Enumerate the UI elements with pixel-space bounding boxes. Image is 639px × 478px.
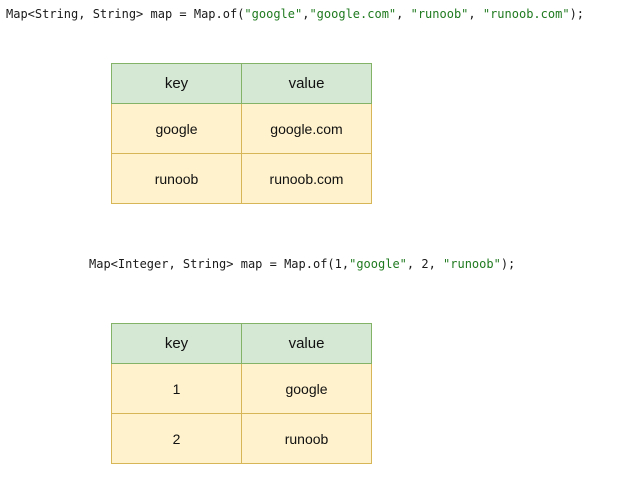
table-header-row: key value: [111, 323, 372, 364]
string-literal: "runoob": [443, 257, 501, 271]
cell-key: 1: [111, 363, 242, 414]
code-line-integer-map: Map<Integer, String> map = Map.of(1,"goo…: [89, 256, 515, 272]
table-row: 2 runoob: [111, 413, 372, 464]
header-key: key: [111, 63, 242, 104]
string-literal: "google.com": [309, 7, 397, 21]
string-literal: "runoob.com": [482, 7, 570, 21]
cell-key: runoob: [111, 153, 242, 204]
header-value: value: [241, 63, 372, 104]
string-literal: "google": [244, 7, 303, 21]
header-value: value: [241, 323, 372, 364]
cell-value: google: [241, 363, 372, 414]
code-text: ,: [468, 7, 483, 21]
cell-value: runoob.com: [241, 153, 372, 204]
table-row: google google.com: [111, 103, 372, 154]
map-table-integer: key value 1 google 2 runoob: [111, 323, 372, 464]
table-row: runoob runoob.com: [111, 153, 372, 204]
code-text: Map<Integer, String> map = Map.of(1,: [89, 257, 350, 271]
header-key: key: [111, 323, 242, 364]
table-row: 1 google: [111, 363, 372, 414]
code-text: );: [500, 257, 516, 271]
cell-key: google: [111, 103, 242, 154]
code-text: Map<String, String> map = Map.of(: [6, 7, 245, 21]
cell-key: 2: [111, 413, 242, 464]
code-line-string-map: Map<String, String> map = Map.of("google…: [6, 6, 584, 22]
map-table-string: key value google google.com runoob runoo…: [111, 63, 372, 204]
cell-value: runoob: [241, 413, 372, 464]
code-text: );: [569, 7, 585, 21]
code-text: , 2,: [406, 257, 444, 271]
string-literal: "runoob": [410, 7, 469, 21]
code-text: ,: [302, 7, 310, 21]
cell-value: google.com: [241, 103, 372, 154]
code-text: ,: [396, 7, 411, 21]
string-literal: "google": [349, 257, 407, 271]
table-header-row: key value: [111, 63, 372, 104]
